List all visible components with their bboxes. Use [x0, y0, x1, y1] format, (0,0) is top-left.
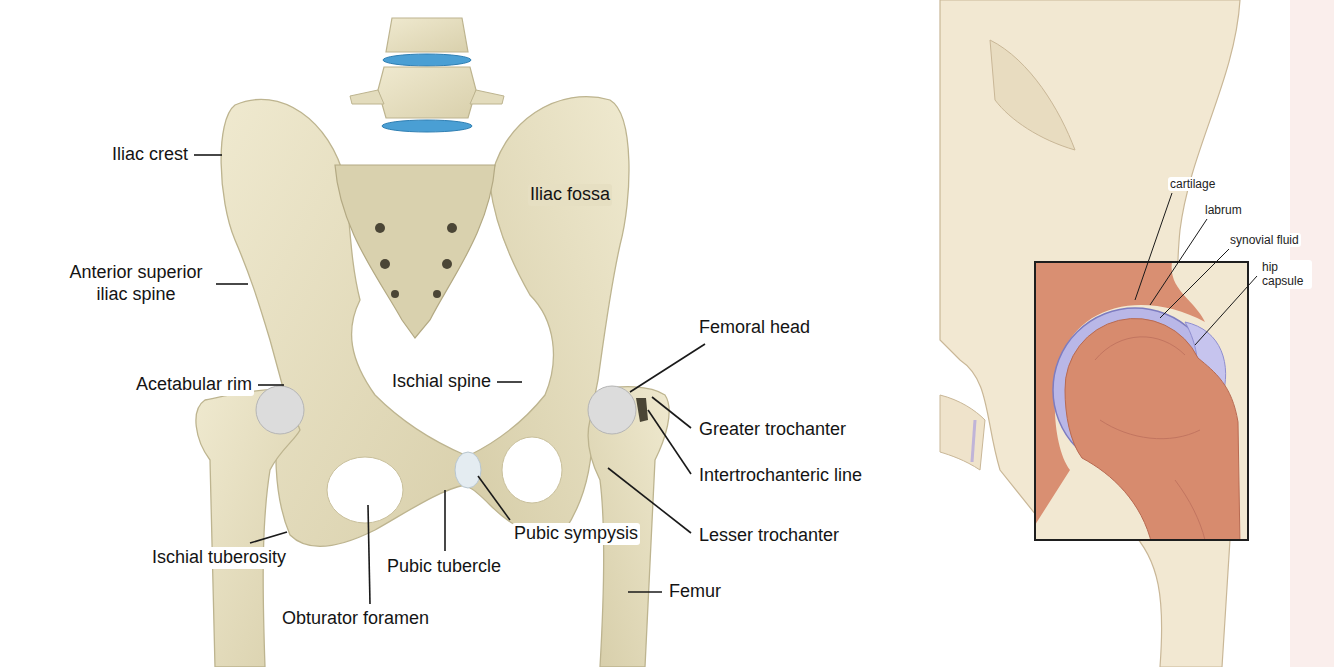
intervertebral-disc: [382, 120, 472, 132]
leader-line: [444, 490, 446, 551]
transverse-process: [350, 90, 504, 104]
sacral-foramen: [433, 290, 441, 298]
leader-line: [497, 381, 522, 383]
sacral-foramen: [442, 259, 452, 269]
obturator-foramen: [327, 457, 403, 523]
leader-line: [648, 410, 691, 474]
obturator-foramen: [502, 437, 562, 503]
part-label: Ischial tuberosity: [150, 547, 288, 569]
part-label: Iliac crest: [110, 144, 190, 166]
part-label: Femur: [667, 581, 723, 603]
part-label: Lesser trochanter: [697, 525, 841, 547]
symphysis-line: [972, 420, 975, 462]
detail-frame: [1035, 262, 1248, 540]
symphysis-cartilage: [455, 452, 481, 488]
intervertebral-disc: [383, 54, 471, 66]
part-label: Pubic sympysis: [512, 523, 640, 545]
skin-edge: [1290, 0, 1334, 667]
part-label: cartilage: [1168, 177, 1217, 191]
sacroiliac-region: [990, 40, 1075, 150]
pubic-region: [940, 395, 985, 470]
sacral-foramen: [375, 223, 385, 233]
joint-section: [1035, 262, 1248, 540]
part-label: Greater trochanter: [697, 419, 848, 441]
leader-line: [1150, 219, 1207, 305]
part-label: hip capsule: [1260, 260, 1312, 289]
leader-lines: [194, 155, 705, 604]
leader-line: [250, 532, 287, 543]
leader-lines: [1135, 193, 1257, 345]
part-label: Iliac fossa: [528, 184, 612, 206]
leader-line: [1160, 249, 1229, 318]
leader-line: [478, 476, 510, 520]
vertebra: [378, 67, 476, 118]
part-label: Obturator foramen: [280, 608, 431, 630]
leader-line: [216, 283, 248, 285]
sacral-foramen: [391, 290, 399, 298]
part-label: Anterior superior iliac spine: [59, 262, 213, 305]
sacral-foramen: [447, 223, 457, 233]
sacrum: [335, 165, 495, 338]
lumbar-spine: [350, 18, 504, 132]
leader-line: [1135, 193, 1172, 300]
leader-line: [194, 154, 222, 156]
trabecular-texture: [1095, 337, 1205, 540]
part-label: Intertrochanteric line: [697, 465, 864, 487]
part-label: synovial fluid: [1228, 233, 1301, 247]
femoral-head: [256, 386, 304, 434]
femoral-head: [588, 386, 636, 434]
part-label: Ischial spine: [390, 371, 493, 393]
part-label: Acetabular rim: [134, 374, 254, 396]
leader-line: [630, 344, 705, 392]
leader-line: [368, 505, 370, 604]
femoral-head-section: [1065, 318, 1240, 540]
part-label: labrum: [1203, 203, 1244, 217]
sacral-foramen: [380, 259, 390, 269]
leader-line: [258, 384, 284, 386]
vertebra: [386, 18, 468, 52]
trochanteric-fossa: [636, 398, 648, 422]
leader-line: [628, 591, 662, 593]
sacrum-bone: [335, 165, 495, 338]
part-label: Femoral head: [697, 317, 812, 339]
leader-line: [1195, 276, 1257, 345]
part-label: Pubic tubercle: [385, 556, 503, 578]
